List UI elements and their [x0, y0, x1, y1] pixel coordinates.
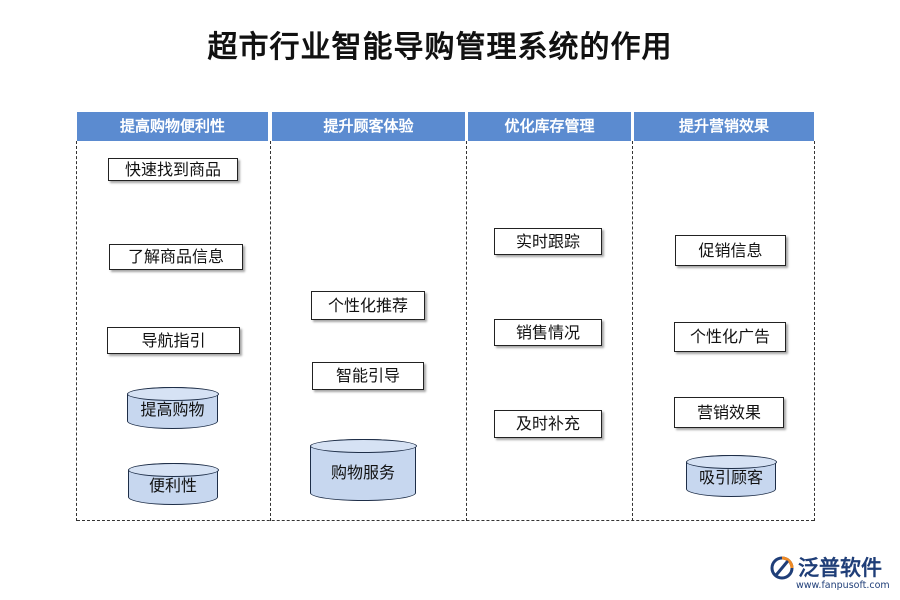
- box-smart-guidance: 智能引导: [312, 362, 424, 390]
- cylinder-convenience: 便利性: [127, 462, 219, 505]
- brand-logo: 泛普软件 www.fanpusoft.com: [768, 552, 894, 596]
- brand-name: 泛普软件: [798, 556, 882, 580]
- cylinder-improve-shopping: 提高购物: [126, 386, 219, 429]
- cylinder-attract-customers: 吸引顾客: [685, 454, 777, 497]
- column-divider: [466, 141, 467, 521]
- box-personalized-ads: 个性化广告: [674, 322, 786, 352]
- column-header-marketing: 提升营销效果: [634, 112, 814, 141]
- column-divider: [632, 141, 633, 521]
- brand-logo-icon: [770, 556, 794, 580]
- column-header-convenience: 提高购物便利性: [77, 112, 268, 141]
- box-promotion-info: 促销信息: [675, 235, 786, 266]
- box-product-info: 了解商品信息: [109, 244, 243, 270]
- box-find-products: 快速找到商品: [108, 158, 238, 181]
- column-header-inventory: 优化库存管理: [468, 112, 631, 141]
- cylinder-shopping-service: 购物服务: [309, 438, 417, 501]
- bottom-divider: [77, 520, 814, 521]
- box-timely-restock: 及时补充: [494, 410, 602, 438]
- column-divider: [270, 141, 271, 521]
- box-navigation: 导航指引: [107, 327, 240, 354]
- box-personalized-recommendation: 个性化推荐: [311, 291, 425, 320]
- column-header-experience: 提升顾客体验: [272, 112, 465, 141]
- diagram-title: 超市行业智能导购管理系统的作用: [207, 30, 673, 65]
- column-divider: [814, 141, 815, 521]
- box-marketing-effect: 营销效果: [674, 397, 784, 428]
- box-realtime-tracking: 实时跟踪: [494, 228, 602, 255]
- brand-url: www.fanpusoft.com: [796, 580, 890, 591]
- column-divider: [76, 141, 77, 521]
- box-sales-status: 销售情况: [494, 319, 602, 346]
